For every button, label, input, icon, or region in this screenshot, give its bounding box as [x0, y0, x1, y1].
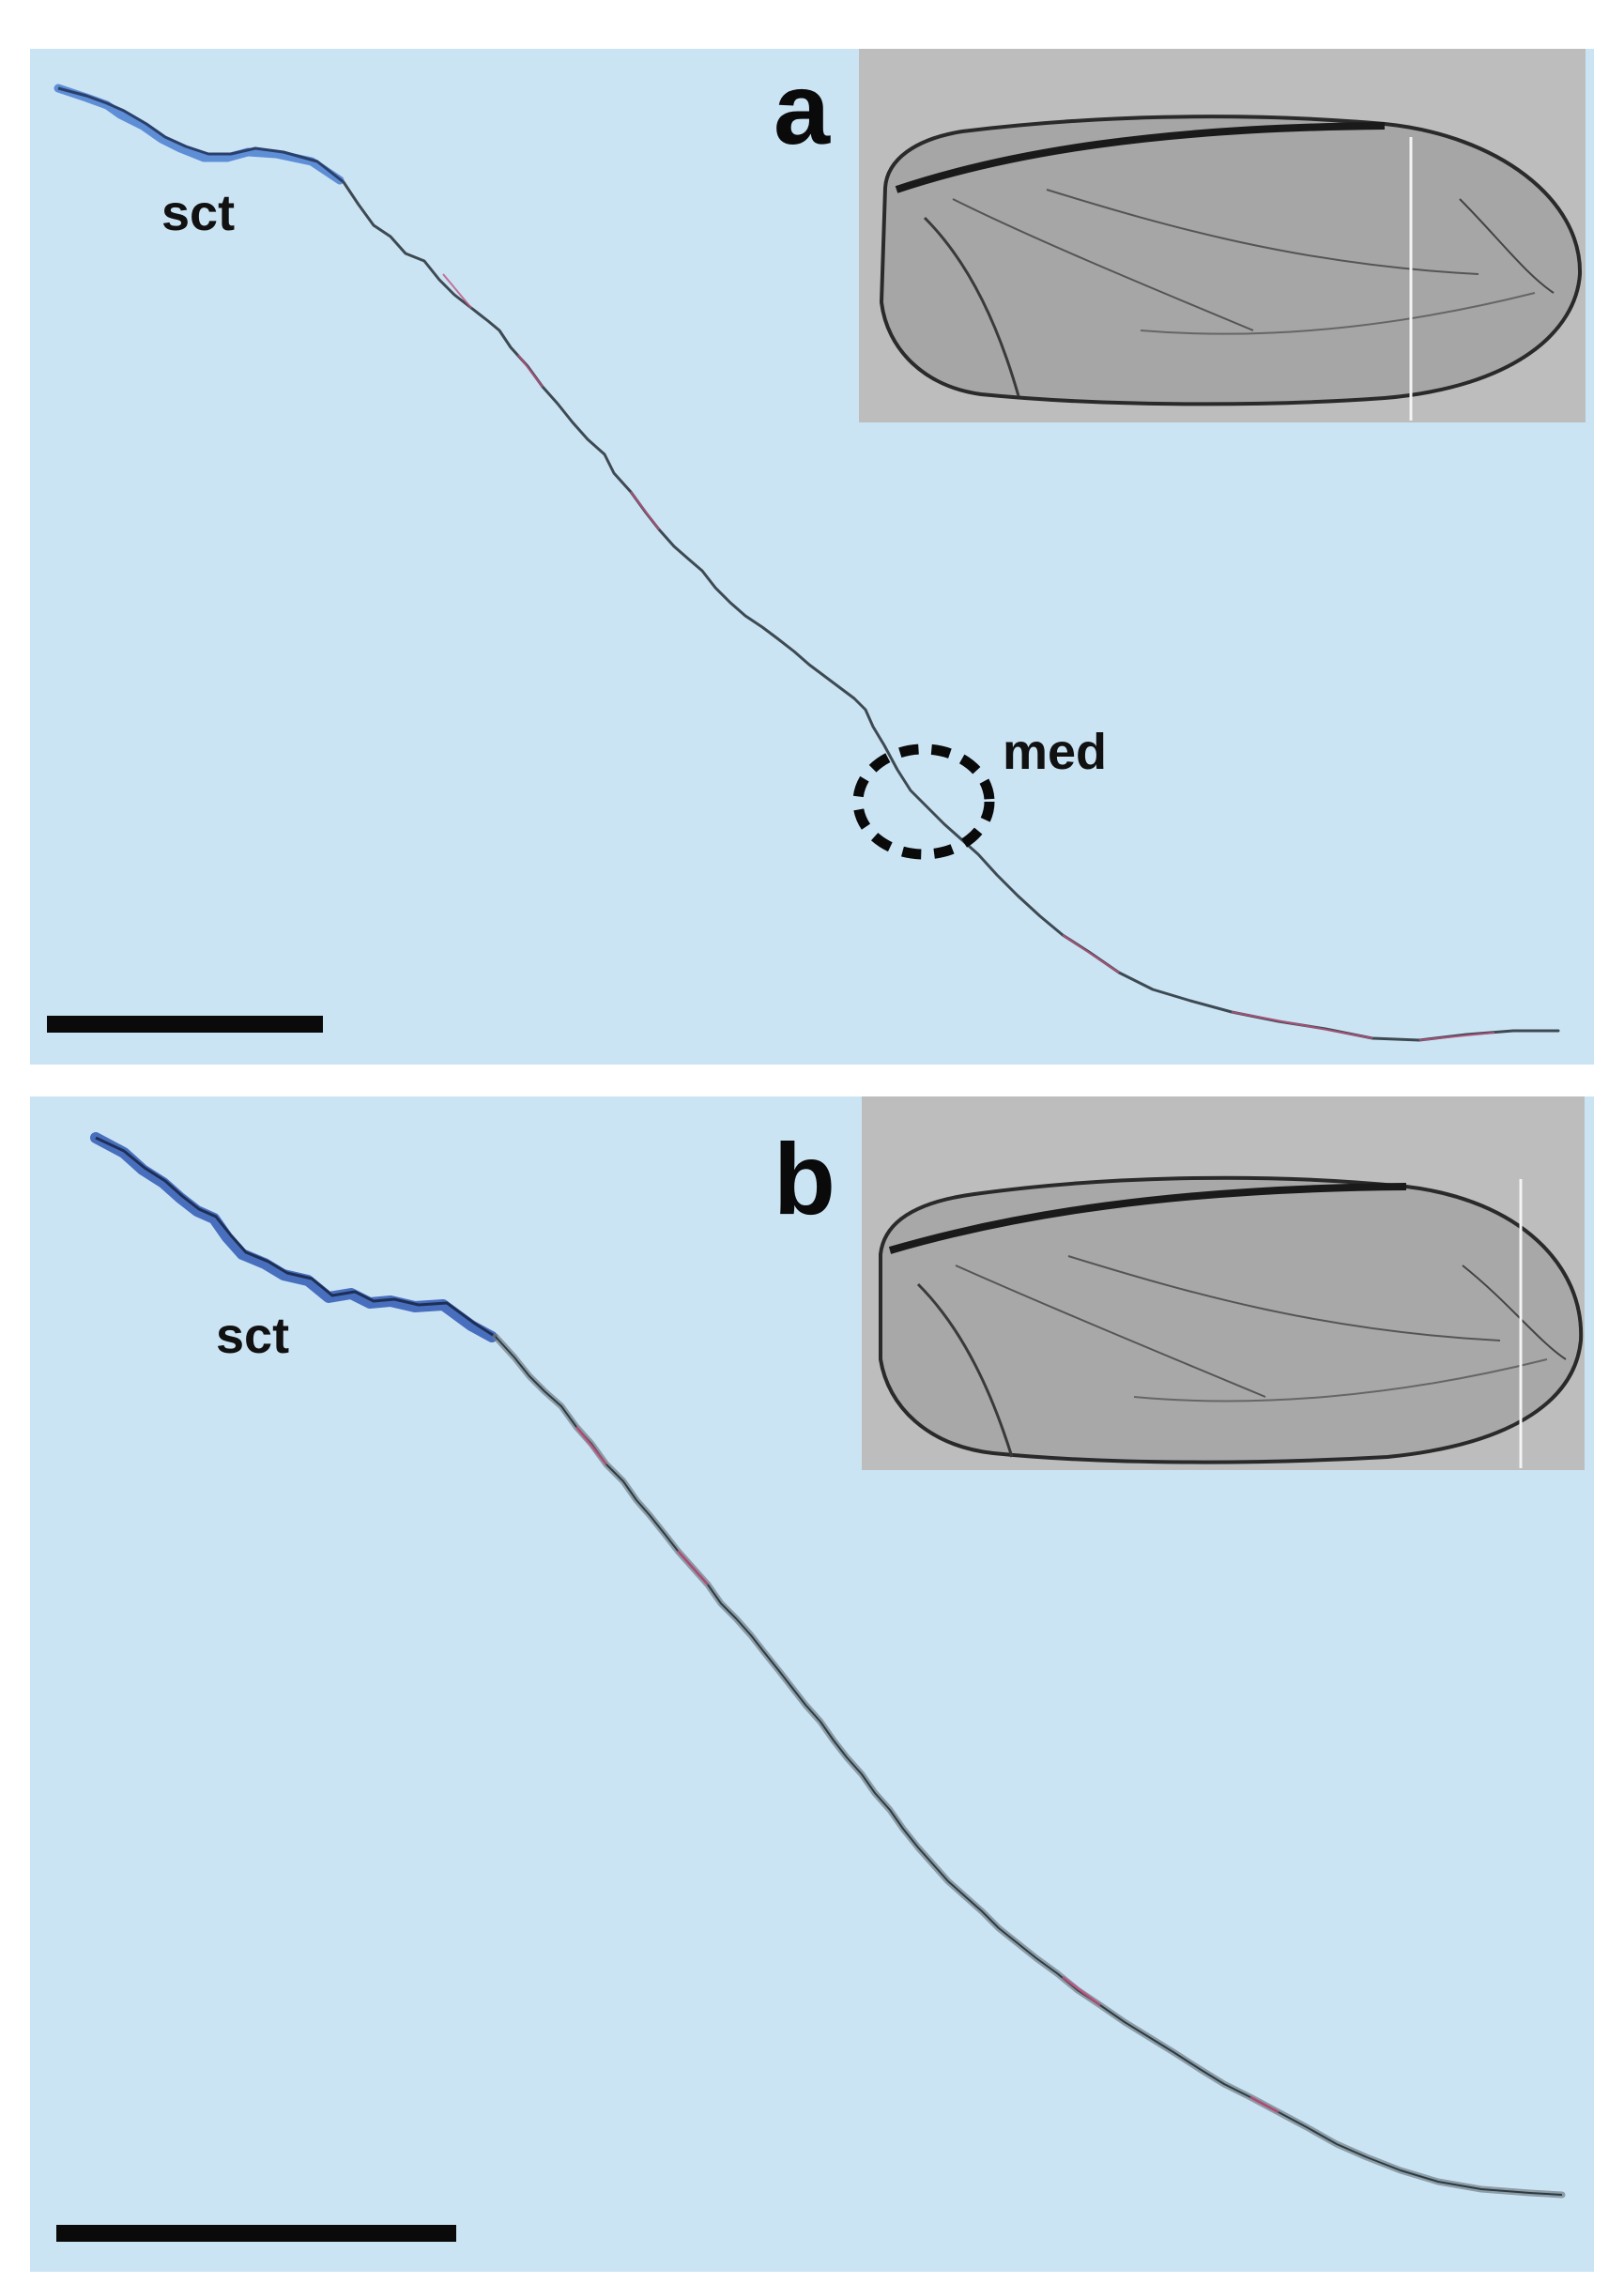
- med-label-a: med: [1003, 724, 1108, 780]
- sct-label-a: sct: [161, 185, 236, 241]
- wing-section-trace-b: [90, 1132, 1566, 2199]
- panel-label-b: b: [774, 1122, 835, 1235]
- scale-bar-a: [47, 1016, 323, 1033]
- med-circle-marker: [852, 743, 995, 860]
- wing-inset-image-b: [862, 1096, 1585, 1470]
- sct-label-b: sct: [216, 1308, 290, 1364]
- panel-label-a: a: [774, 52, 831, 165]
- wing-inset-image-a: [859, 49, 1586, 422]
- scale-bar-b: [56, 2225, 456, 2242]
- panel-a: a sct med: [30, 49, 1594, 1065]
- wing-section-trace-a: [54, 84, 1560, 1042]
- panel-b: b sct: [30, 1096, 1594, 2272]
